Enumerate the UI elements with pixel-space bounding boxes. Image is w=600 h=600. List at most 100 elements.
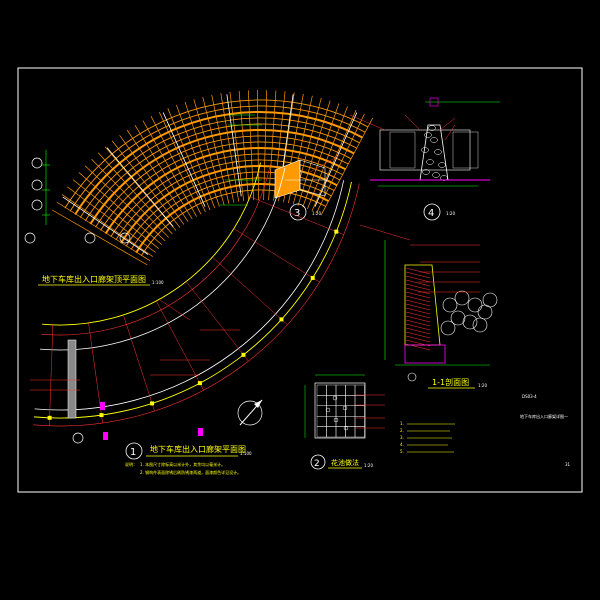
hatch-line bbox=[405, 315, 431, 323]
pergola-roof-plan: 地下车库出入口廊架顶平面图 1:100 bbox=[24, 90, 373, 286]
stone bbox=[430, 137, 438, 143]
roof-joist bbox=[320, 117, 373, 216]
right-note-4: 4. bbox=[400, 442, 404, 447]
hatch-line bbox=[405, 291, 431, 299]
roof-joist bbox=[307, 106, 348, 210]
roof-arc bbox=[125, 171, 335, 247]
hatch-line bbox=[405, 319, 431, 327]
roof-joist bbox=[247, 90, 254, 201]
shrub bbox=[454, 290, 470, 306]
stone-fill bbox=[421, 125, 448, 181]
roof-joist bbox=[150, 115, 202, 215]
roof-girder bbox=[314, 112, 358, 207]
stone bbox=[432, 172, 440, 178]
roof-arc bbox=[120, 165, 338, 244]
shrub bbox=[442, 297, 458, 313]
plan-main-scale: 1:100 bbox=[240, 451, 252, 456]
stone bbox=[426, 159, 434, 165]
hatch-line bbox=[405, 311, 431, 319]
planter-cell bbox=[335, 384, 346, 396]
gravel bbox=[343, 425, 349, 431]
note-2: 2. 钢构件表面除锈后刷防锈漆两道，面漆颜色详见设计。 bbox=[140, 469, 241, 475]
planter-cell bbox=[316, 416, 327, 427]
planter-cell bbox=[316, 426, 327, 438]
plan-column bbox=[47, 415, 52, 420]
hatch-line bbox=[405, 323, 431, 331]
roof-arc bbox=[115, 159, 341, 241]
plan-radial bbox=[233, 228, 320, 283]
right-note-2: 2. bbox=[400, 428, 404, 433]
roof-arc bbox=[140, 189, 326, 257]
roof-joist bbox=[268, 90, 277, 201]
planter-cell bbox=[354, 426, 365, 438]
plan-arc bbox=[42, 162, 261, 326]
roof-joist bbox=[302, 103, 340, 208]
planter-cell bbox=[345, 384, 356, 396]
roof-joist bbox=[311, 109, 357, 212]
roof-joist bbox=[176, 104, 216, 209]
detail-3-number: 3 bbox=[294, 208, 300, 219]
planter-cell bbox=[345, 416, 356, 427]
stone bbox=[424, 132, 432, 138]
gravel bbox=[325, 407, 331, 413]
plan-top-scale: 1:100 bbox=[152, 280, 164, 285]
planter-cell bbox=[316, 395, 327, 406]
plan-radial bbox=[249, 196, 344, 235]
roof-joist bbox=[119, 135, 185, 225]
stone bbox=[428, 125, 436, 131]
right-note-5: 5. bbox=[400, 449, 404, 454]
plan-radial bbox=[186, 281, 249, 362]
detail-2-number: 2 bbox=[314, 459, 320, 469]
hatch-line bbox=[405, 287, 431, 295]
roof-arc bbox=[89, 129, 355, 225]
hatch-line bbox=[405, 327, 431, 335]
roof-joist bbox=[297, 100, 331, 206]
plan-column bbox=[150, 401, 155, 406]
roof-arc bbox=[84, 123, 357, 222]
roof-joist bbox=[91, 158, 169, 238]
roof-joist bbox=[211, 94, 235, 203]
roof-joist bbox=[220, 93, 240, 202]
plan-column bbox=[310, 275, 315, 280]
roof-arc bbox=[69, 105, 366, 212]
plan-radial bbox=[123, 314, 155, 412]
roof-girder bbox=[162, 112, 206, 207]
note-1: 1. 本图尺寸除标高以米计外，其余均以毫米计。 bbox=[140, 461, 225, 467]
shrub bbox=[467, 297, 483, 313]
detail-4-scale: 1:20 bbox=[446, 211, 455, 216]
roof-arc bbox=[64, 99, 369, 209]
hatch-line bbox=[405, 279, 431, 287]
roof-joist bbox=[84, 165, 166, 242]
roof-joist bbox=[126, 129, 189, 222]
roof-joist bbox=[56, 201, 151, 262]
roof-girder bbox=[106, 147, 174, 227]
plan-column bbox=[197, 381, 202, 386]
planter-cell bbox=[354, 384, 365, 396]
roof-joist bbox=[202, 96, 230, 204]
detail-4-wall-section: 4 1:20 bbox=[349, 97, 500, 221]
roof-joist bbox=[193, 99, 225, 206]
gravel bbox=[333, 417, 339, 423]
roof-joist bbox=[229, 91, 245, 202]
roof-joist bbox=[61, 194, 153, 257]
stone bbox=[438, 162, 446, 168]
planter-cell bbox=[345, 426, 356, 438]
plan-radial bbox=[49, 324, 54, 426]
roof-joist bbox=[238, 90, 250, 201]
roof-joist bbox=[134, 124, 193, 220]
detail-3-timber-joint: 3 1:20 bbox=[274, 154, 341, 221]
planter-cell bbox=[326, 384, 337, 396]
roof-joist bbox=[142, 120, 197, 217]
planter-cell bbox=[316, 405, 327, 417]
hatch-line bbox=[405, 295, 431, 303]
hatch-line bbox=[405, 271, 431, 279]
hatch-line bbox=[405, 307, 431, 315]
shrub bbox=[450, 310, 466, 326]
roof-joist bbox=[51, 209, 148, 266]
right-note-1: 1. bbox=[400, 421, 404, 426]
planter-grid bbox=[316, 384, 365, 438]
plan-column bbox=[279, 317, 284, 322]
planter-cell bbox=[335, 395, 346, 406]
planter-cell bbox=[345, 395, 356, 406]
